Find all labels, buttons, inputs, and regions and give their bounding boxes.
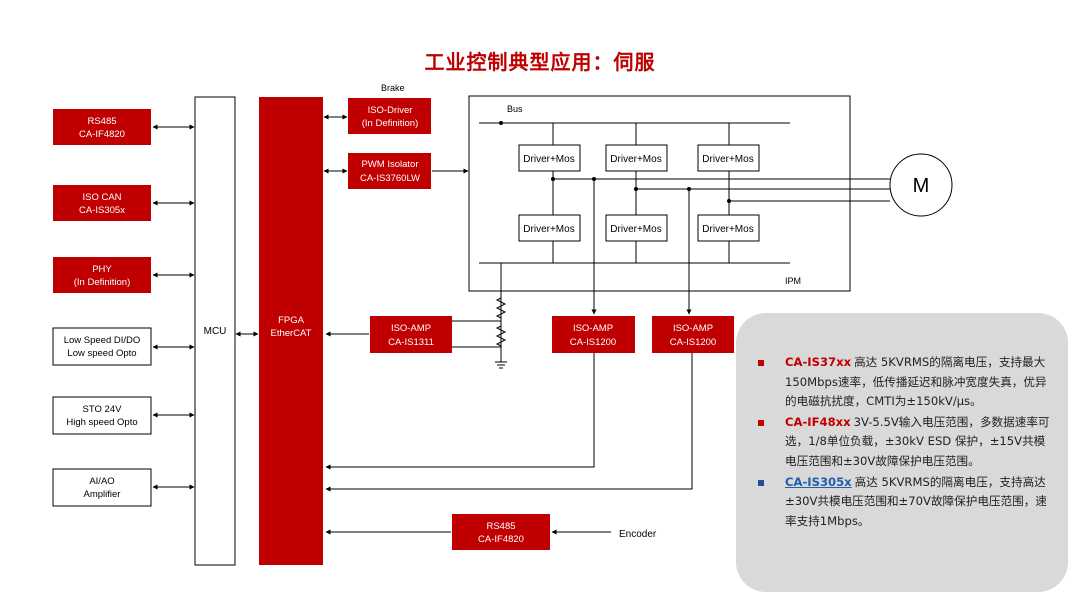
svg-text:ISO-AMP: ISO-AMP [673,323,713,334]
motor: M [889,153,953,217]
svg-text:AI/AO: AI/AO [89,476,114,487]
driver-mos-upper-u: Driver+Mos [518,144,581,172]
driver-grid: Driver+Mos Driver+Mos Driver+Mos Driver+… [518,144,760,242]
ipm-label: IPM [785,276,801,286]
svg-text:(In Definition): (In Definition) [362,118,419,129]
junctions [499,121,731,203]
product-code: CA-IF48xx [785,414,851,429]
block-fpga: FPGA EtherCAT [259,97,323,565]
product-description: 高达 5KVRMS的隔离电压，支持最大150Mbps速率，低传播延迟和脉冲宽度失… [785,355,1047,409]
block-mcu: MCU [194,96,236,566]
bullet-icon [758,419,764,426]
bullet-icon [758,360,764,366]
block-low-speed-io: Low Speed DI/DO Low speed Opto [52,327,152,366]
svg-text:High speed Opto: High speed Opto [66,417,137,428]
motor-label: M [913,175,930,197]
svg-text:Driver+Mos: Driver+Mos [610,224,661,235]
bullet-icon [758,479,764,486]
product-link[interactable]: CA-IS305x [785,474,852,489]
block-sto: STO 24V High speed Opto [52,396,152,435]
svg-text:Driver+Mos: Driver+Mos [523,224,574,235]
block-iso-can: ISO CAN CA-IS305x [53,185,151,221]
block-rs485-bottom: RS485 CA-IF4820 [452,514,550,550]
svg-text:Driver+Mos: Driver+Mos [702,224,753,235]
block-aiao: AI/AO Amplifier [52,468,152,507]
wires [152,114,890,535]
encoder-label: Encoder [619,529,657,540]
driver-mos-lower-v: Driver+Mos [605,214,668,242]
svg-text:CA-IF4820: CA-IF4820 [478,534,524,545]
svg-text:Low Speed DI/DO: Low Speed DI/DO [64,335,141,346]
svg-text:ISO CAN: ISO CAN [82,192,121,203]
brake-label: Brake [381,83,405,93]
block-iso-amp-is1200-a: ISO-AMP CA-IS1200 [552,316,635,353]
svg-text:Amplifier: Amplifier [84,489,121,500]
svg-text:Driver+Mos: Driver+Mos [610,154,661,165]
driver-mos-upper-v: Driver+Mos [605,144,668,172]
block-phy: PHY (In Definition) [53,257,151,293]
product-description: 3V-5.5V输入电压范围，多数据速率可选，1/8单位负载，±30kV ESD … [785,414,1050,468]
block-iso-amp-is1311: ISO-AMP CA-IS1311 [370,316,452,353]
svg-text:CA-IS1311: CA-IS1311 [388,337,434,348]
svg-text:RS485: RS485 [87,116,116,127]
svg-text:CA-IS1200: CA-IS1200 [570,337,616,348]
bus-label: Bus [507,104,523,114]
block-iso-driver: ISO-Driver (In Definition) [348,98,431,134]
svg-text:PWM Isolator: PWM Isolator [361,159,418,170]
svg-text:Driver+Mos: Driver+Mos [523,154,574,165]
svg-text:Low speed Opto: Low speed Opto [67,348,136,359]
svg-text:Driver+Mos: Driver+Mos [702,154,753,165]
svg-text:FPGA: FPGA [278,315,305,326]
svg-text:MCU: MCU [204,326,227,337]
svg-text:RS485: RS485 [486,521,515,532]
svg-text:CA-IF4820: CA-IF4820 [79,129,125,140]
driver-mos-lower-u: Driver+Mos [518,214,581,242]
svg-text:CA-IS3760LW: CA-IS3760LW [360,173,420,184]
svg-text:ISO-AMP: ISO-AMP [391,323,431,334]
driver-mos-upper-w: Driver+Mos [697,144,760,172]
product-description: 高达 5KVRMS的隔离电压，支持高达±30V共模电压范围和±70V故障保护电压… [785,474,1047,528]
product-code: CA-IS37xx [785,355,852,369]
svg-text:EtherCAT: EtherCAT [270,328,311,339]
block-iso-amp-is1200-b: ISO-AMP CA-IS1200 [652,316,734,353]
svg-text:CA-IS305x: CA-IS305x [79,205,125,216]
svg-text:PHY: PHY [92,264,112,275]
ipm-frame [468,95,851,292]
svg-text:ISO-AMP: ISO-AMP [573,323,613,334]
svg-text:CA-IS1200: CA-IS1200 [670,337,716,348]
block-rs485-left: RS485 CA-IF4820 [53,109,151,145]
page-title: 工业控制典型应用：伺服 [424,50,656,74]
driver-mos-lower-w: Driver+Mos [697,214,760,242]
svg-text:(In Definition): (In Definition) [74,277,131,288]
block-pwm-isolator: PWM Isolator CA-IS3760LW [348,153,431,189]
svg-text:ISO-Driver: ISO-Driver [368,105,413,116]
svg-text:STO 24V: STO 24V [83,404,123,415]
